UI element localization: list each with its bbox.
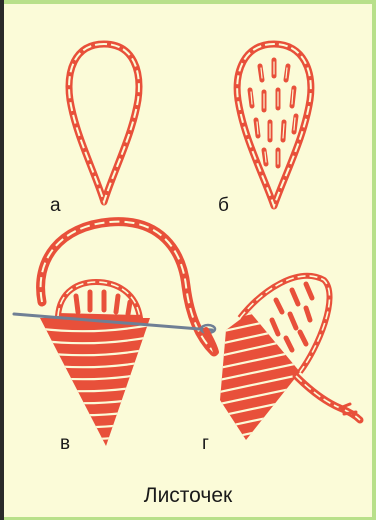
label-b: б <box>218 196 229 215</box>
label-g: г <box>202 434 209 453</box>
leaf-satin-g <box>210 276 360 442</box>
figure-caption: Листочек <box>0 484 376 508</box>
leaf-stitched-b <box>237 44 311 206</box>
leaf-filling-v <box>14 222 216 446</box>
label-a: а <box>50 196 61 215</box>
leaf-outline-a <box>69 44 139 202</box>
label-v: в <box>60 434 70 453</box>
